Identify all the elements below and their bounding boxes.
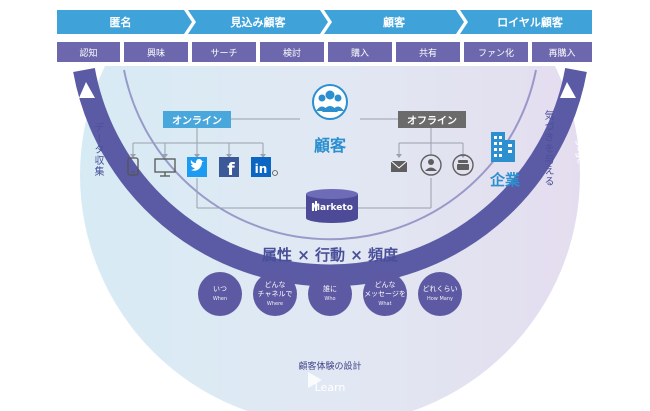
step-consideration: 検討 <box>260 42 324 62</box>
stage-prospect: 見込み顧客 <box>230 16 286 29</box>
engage-label: Engage <box>574 126 586 165</box>
online-label: オンライン <box>163 111 231 128</box>
people-group-icon <box>312 84 348 120</box>
listen-label: Listen <box>65 130 77 161</box>
step-purchase: 購入 <box>328 42 392 62</box>
platform-label: Marketo <box>311 203 353 213</box>
awareness-label: 気づきを与える <box>542 110 553 187</box>
building-icon <box>491 132 515 162</box>
company-label: 企業 <box>489 171 520 189</box>
stage-bar <box>57 10 592 34</box>
step-repurchase: 再購入 <box>532 42 592 62</box>
stage-loyal-customer: ロイヤル顧客 <box>497 16 563 29</box>
person-icon <box>420 154 442 176</box>
customer-label: 顧客 <box>313 136 346 155</box>
phone-icon <box>452 154 474 176</box>
svg-text:in: in <box>255 162 268 176</box>
monitor-icon <box>154 158 176 177</box>
ring-arrow-left <box>79 82 95 98</box>
mobile-icon <box>127 157 139 176</box>
mail-icon <box>390 160 408 172</box>
linkedin-icon: in <box>251 157 278 177</box>
stage-customer: 顧客 <box>383 16 405 29</box>
step-search: サーチ <box>192 42 256 62</box>
step-interest: 興味 <box>124 42 188 62</box>
offline-label: オフライン <box>398 111 466 128</box>
ring-arrow-right <box>560 82 576 98</box>
twitter-icon <box>187 157 207 177</box>
data-collection-label: データ収集 <box>92 122 103 177</box>
step-awareness: 認知 <box>57 42 120 62</box>
learn-label: Learn <box>314 381 346 394</box>
facebook-icon: f <box>219 157 239 180</box>
database-icon <box>306 189 358 223</box>
step-fan: ファン化 <box>464 42 528 62</box>
svg-text:f: f <box>227 160 235 180</box>
design-label: 顧客体験の設計 <box>298 362 362 372</box>
step-share: 共有 <box>396 42 460 62</box>
attributes-title: 属性 × 行動 × 頻度 <box>261 246 399 264</box>
stage-anonymous: 匿名 <box>109 16 132 29</box>
